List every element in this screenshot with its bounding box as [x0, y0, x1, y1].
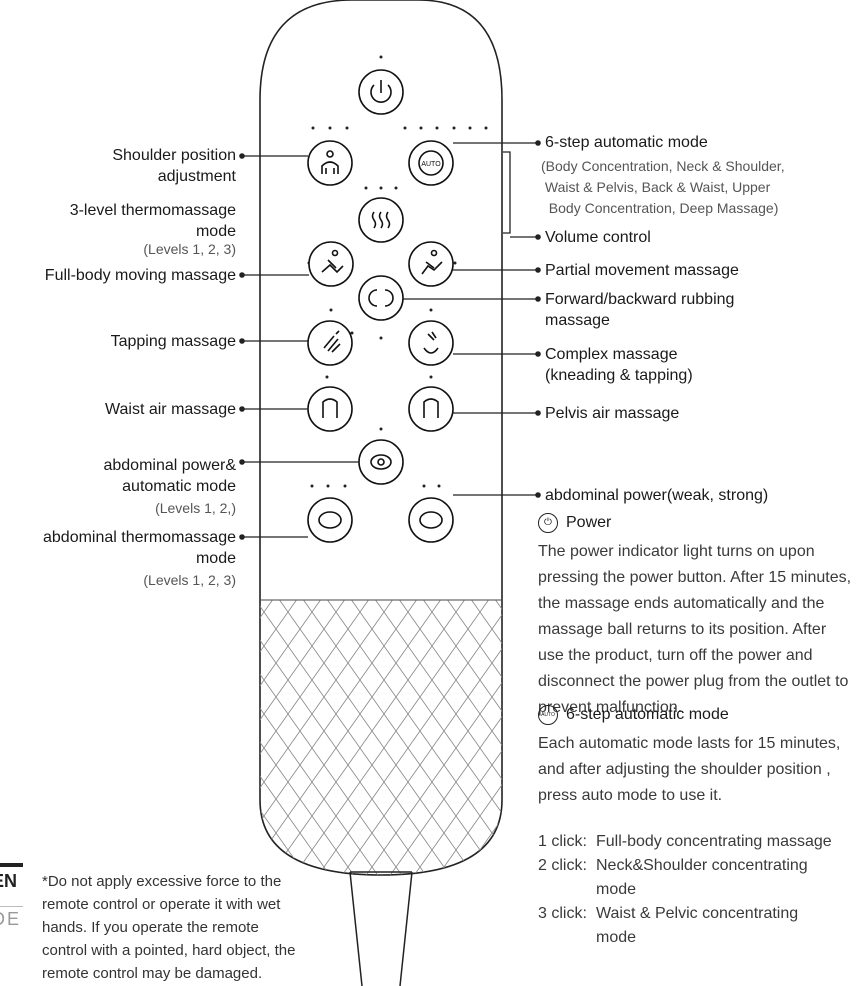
power-description: The power indicator light turns on upon … — [538, 543, 852, 716]
mesh-grip — [260, 600, 502, 875]
lang-tab-de[interactable]: DE — [0, 909, 22, 929]
complex-button — [408, 320, 454, 366]
label-abd-thermo: abdominal thermomassage mode — [43, 529, 236, 567]
click-list: 1 click:Full-body concentrating massage … — [538, 830, 858, 950]
abd-power-button — [408, 497, 454, 543]
label-tapping: Tapping massage — [110, 333, 236, 350]
label-partial: Partial movement massage — [545, 262, 739, 279]
warning-note: *Do not apply excessive force to the rem… — [42, 873, 296, 982]
de-tab-bar — [0, 906, 23, 907]
label-abd-power-auto: abdominal power& automatic mode — [103, 457, 236, 495]
label-auto6: 6-step automatic mode — [545, 134, 708, 151]
power-title: Power — [566, 514, 612, 531]
rubbing-button — [358, 275, 404, 321]
fullbody-button — [308, 241, 354, 287]
auto-button-label: AUTO — [421, 161, 441, 168]
shoulder-button — [307, 140, 353, 186]
partial-button — [408, 241, 454, 287]
waist-air-button — [307, 386, 353, 432]
label-volume: Volume control — [545, 229, 651, 246]
power-icon: ⏻ — [538, 513, 558, 533]
auto-description: Each automatic mode lasts for 15 minutes… — [538, 735, 841, 804]
label-shoulder: Shoulder position adjustment — [112, 147, 236, 185]
list-item: 1 click:Full-body concentrating massage — [538, 833, 832, 850]
label-waist-air: Waist air massage — [105, 401, 236, 418]
label-thermo: 3-level thermomassage mode — [69, 202, 236, 240]
label-abd-power: abdominal power(weak, strong) — [545, 487, 769, 504]
auto-icon: AUTO — [538, 705, 558, 725]
leader-lines-left — [239, 153, 359, 540]
auto-mode-button — [408, 140, 454, 186]
label-abd-power-auto-levels: (Levels 1, 2,) — [155, 500, 236, 516]
en-tab-bar — [0, 863, 23, 867]
label-fullbody: Full-body moving massage — [44, 267, 236, 284]
thermo-button — [358, 197, 404, 243]
label-thermo-levels: (Levels 1, 2, 3) — [143, 241, 236, 257]
auto-heading: AUTO 6-step automatic mode — [538, 705, 729, 725]
label-complex: Complex massage (kneading & tapping) — [545, 346, 693, 384]
label-rubbing: Forward/backward rubbing massage — [545, 291, 735, 329]
power-button — [358, 69, 404, 115]
list-item: 3 click:Waist & Pelvic concentrating mod… — [538, 905, 799, 946]
label-abd-thermo-levels: (Levels 1, 2, 3) — [143, 572, 236, 588]
cable — [349, 871, 413, 986]
label-auto6-detail: (Body Concentration, Neck & Shoulder, Wa… — [541, 158, 785, 216]
lang-tab-en[interactable]: EN — [0, 871, 18, 891]
pelvis-air-button — [408, 386, 454, 432]
leader-lines-right — [403, 140, 541, 498]
abd-power-auto-button — [358, 439, 404, 485]
abd-thermo-button — [307, 497, 353, 543]
list-item: 2 click:Neck&Shoulder concentrating mode — [538, 857, 808, 898]
tapping-button — [307, 320, 353, 366]
auto-title: 6-step automatic mode — [566, 706, 729, 723]
label-pelvis-air: Pelvis air massage — [545, 405, 680, 422]
power-heading: ⏻ Power — [538, 513, 611, 533]
indicator-dots — [307, 55, 488, 488]
